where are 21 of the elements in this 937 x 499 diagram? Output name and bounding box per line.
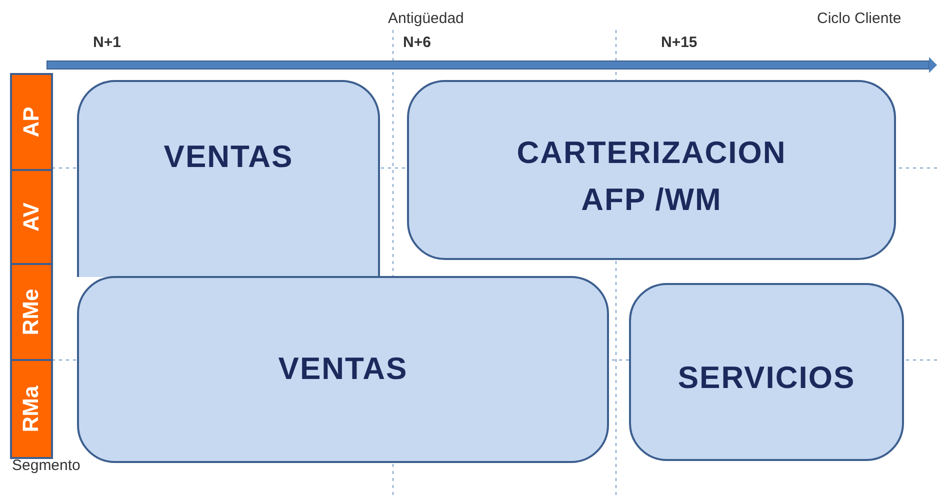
axis-title: Segmento [12, 457, 80, 474]
segment-box [10, 73, 53, 171]
tick-label: N+6 [403, 34, 431, 51]
rounded-box [77, 80, 380, 277]
segment-label: AP [18, 106, 44, 138]
segment-label: RMe [18, 288, 44, 336]
segment-box [10, 359, 53, 459]
tick-label: N+1 [93, 34, 121, 51]
box-label: VENTAS [164, 138, 294, 176]
box-label: SERVICIOS [678, 359, 856, 397]
rounded-box [407, 80, 896, 260]
segment-label: RMa [18, 386, 44, 432]
box-label: CARTERIZACION AFP /WM [516, 134, 788, 218]
segment-box [10, 169, 53, 265]
box-label: VENTAS [278, 350, 408, 388]
rounded-box [629, 283, 904, 461]
axis-title: Antigüedad [388, 10, 464, 27]
axis-title: Ciclo Cliente [817, 10, 902, 27]
segment-label: AV [18, 202, 44, 232]
tick-label: N+15 [661, 34, 698, 51]
segment-box [10, 263, 53, 361]
